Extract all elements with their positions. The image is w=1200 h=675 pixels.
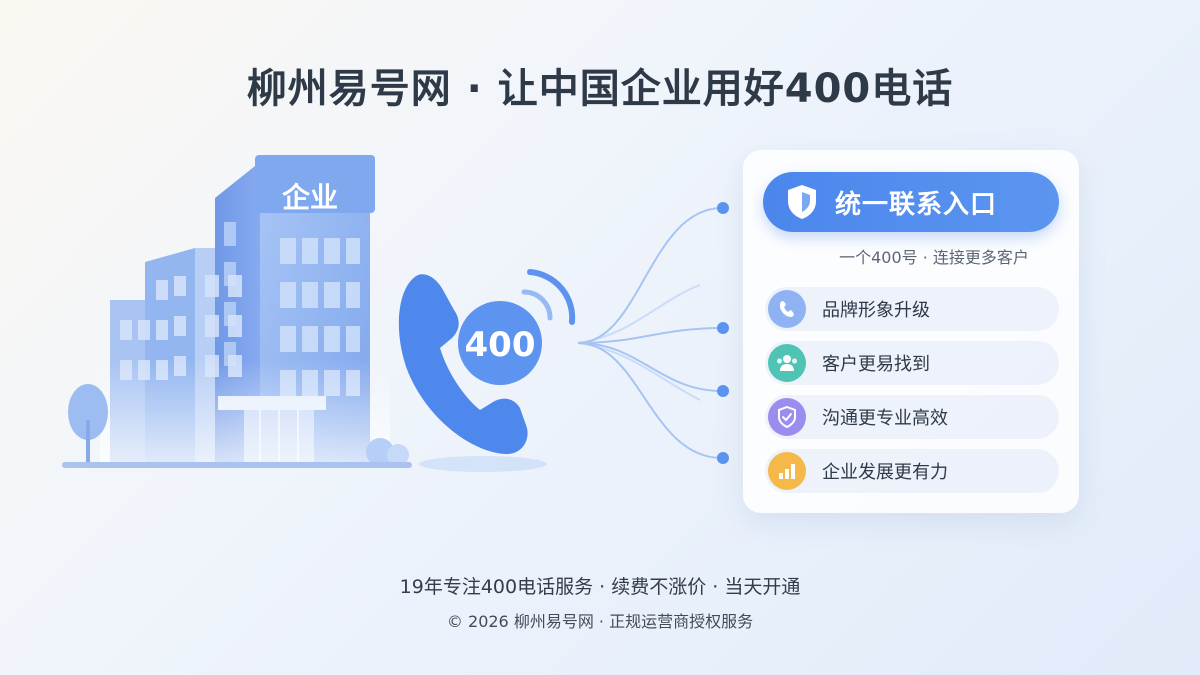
benefits-panel: 统一联系入口 一个400号 · 连接更多客户 品牌形象升级 客户更易找到 沟通更… <box>743 150 1079 513</box>
phone-handset-icon <box>398 274 547 472</box>
footer-tagline: 19年专注400电话服务 · 续费不涨价 · 当天开通 <box>399 576 801 598</box>
page-title: 柳州易号网 · 让中国企业用好400电话 <box>246 66 954 112</box>
feature-label: 客户更易找到 <box>822 354 930 375</box>
signal-waves-icon <box>521 269 576 325</box>
connector-dots <box>717 202 729 464</box>
users-icon <box>768 344 806 382</box>
feature-label: 沟通更专业高效 <box>822 408 948 429</box>
entry-label: 统一联系入口 <box>835 189 998 220</box>
shield-check-icon <box>788 185 816 219</box>
bar-chart-icon <box>768 452 806 490</box>
feature-business-growth: 企业发展更有力 <box>765 449 1059 493</box>
unified-contact-entry-button[interactable]: 统一联系入口 <box>763 172 1059 232</box>
feature-brand-upgrade: 品牌形象升级 <box>765 287 1059 331</box>
building-sign: 企业 <box>282 181 338 214</box>
feature-label: 品牌形象升级 <box>822 300 930 321</box>
phone-icon <box>768 290 806 328</box>
shield-check-icon <box>768 398 806 436</box>
entry-subtitle: 一个400号 · 连接更多客户 <box>839 248 1029 267</box>
badge-400-text: 400 <box>465 325 536 365</box>
feature-easier-to-find: 客户更易找到 <box>765 341 1059 385</box>
footer-copyright: © 2026 柳州易号网 · 正规运营商授权服务 <box>446 612 754 631</box>
office-building <box>62 155 412 468</box>
connector-lines <box>577 207 723 459</box>
badge-400 <box>458 301 542 385</box>
feature-label: 企业发展更有力 <box>822 462 948 483</box>
feature-professional-communication: 沟通更专业高效 <box>765 395 1059 439</box>
